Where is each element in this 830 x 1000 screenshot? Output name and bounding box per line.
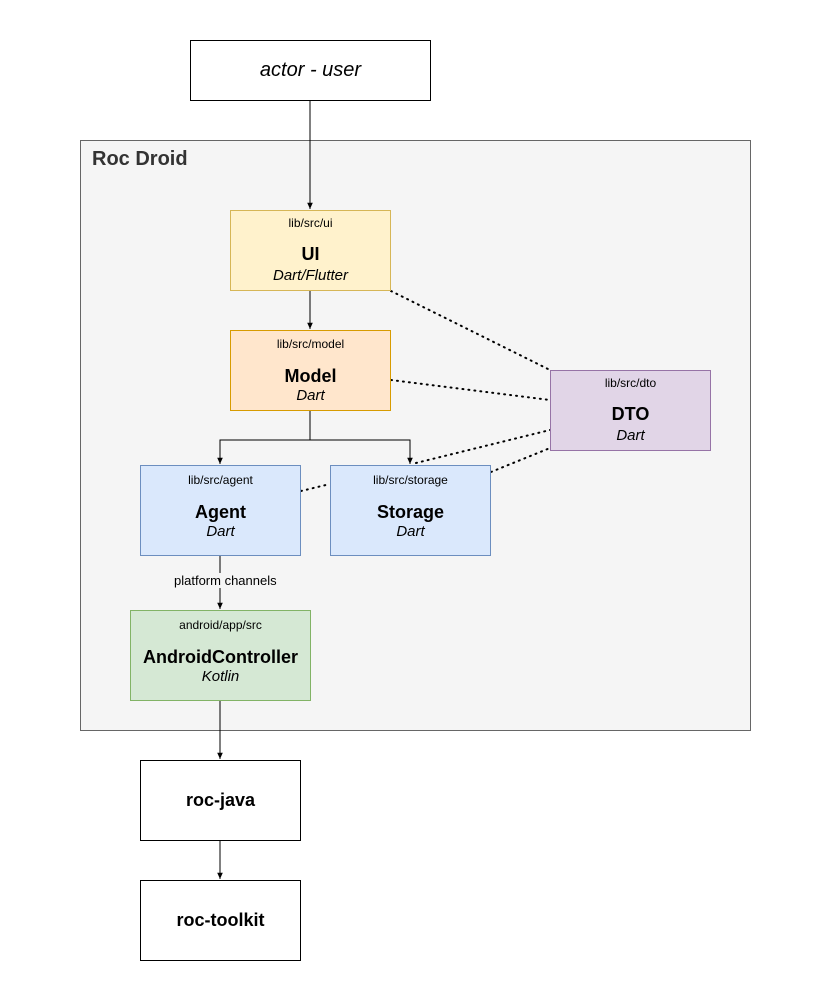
android-path: android/app/src (179, 618, 262, 632)
agent-node: lib/src/agent Agent Dart (140, 465, 301, 556)
dto-lang: Dart (616, 427, 645, 444)
ui-path: lib/src/ui (288, 216, 333, 230)
agent-name: Agent (195, 502, 246, 522)
android-lang: Kotlin (201, 668, 240, 685)
model-path: lib/src/model (276, 337, 345, 351)
roc-toolkit-node: roc-toolkit (140, 880, 301, 961)
ui-lang: Dart/Flutter (272, 267, 348, 284)
storage-lang: Dart (396, 523, 425, 540)
agent-lang: Dart (206, 523, 235, 540)
dto-name: DTO (611, 404, 650, 424)
dto-path: lib/src/dto (604, 376, 657, 390)
model-node: lib/src/model Model Dart (230, 330, 391, 411)
platform-channels-label: platform channels (172, 573, 279, 588)
actor-label: actor - user (259, 59, 362, 81)
agent-path: lib/src/agent (188, 473, 253, 487)
storage-path: lib/src/storage (373, 473, 448, 487)
roc-toolkit-label: roc-toolkit (176, 910, 265, 930)
android-controller-node: android/app/src AndroidController Kotlin (130, 610, 311, 701)
storage-node: lib/src/storage Storage Dart (330, 465, 491, 556)
actor-user-node: actor - user (190, 40, 431, 101)
ui-node: lib/src/ui UI Dart/Flutter (230, 210, 391, 291)
storage-name: Storage (376, 502, 445, 522)
roc-java-label: roc-java (185, 790, 256, 810)
android-name: AndroidController (143, 647, 298, 667)
model-name: Model (284, 366, 337, 386)
ui-name: UI (301, 244, 320, 264)
roc-java-node: roc-java (140, 760, 301, 841)
model-lang: Dart (296, 387, 325, 404)
dto-node: lib/src/dto DTO Dart (550, 370, 711, 451)
group-title: Roc Droid (92, 148, 188, 170)
